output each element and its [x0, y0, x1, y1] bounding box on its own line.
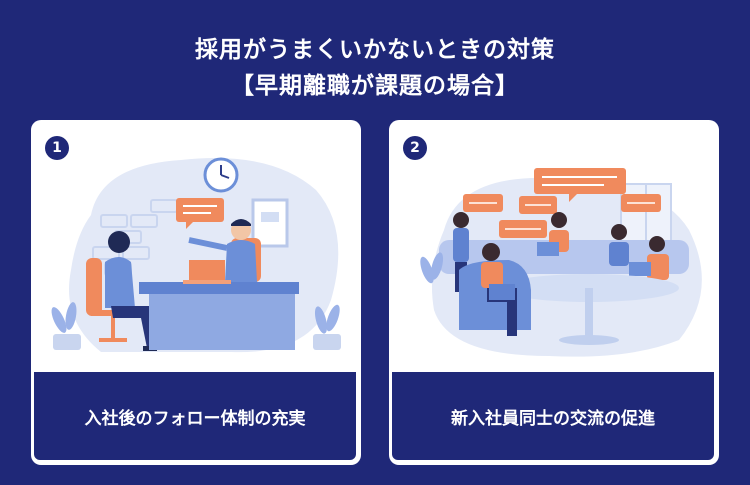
- page-title: 採用がうまくいかないときの対策: [195, 37, 555, 63]
- page-subtitle: 【早期離職が課題の場合】: [231, 73, 519, 99]
- card-caption: 新入社員同士の交流の促進: [392, 372, 714, 460]
- step-number-badge: 1: [45, 136, 69, 160]
- strategy-card-1: 1 入社後のフォロー体制の充実: [31, 120, 361, 465]
- office-meeting-illustration: [51, 157, 341, 353]
- team-lounge-chat-illustration: [420, 168, 702, 357]
- step-number-badge: 2: [403, 136, 427, 160]
- card-caption: 入社後のフォロー体制の充実: [34, 372, 356, 460]
- strategy-card-2: 2 新入社員同士の交流の促進: [389, 120, 719, 465]
